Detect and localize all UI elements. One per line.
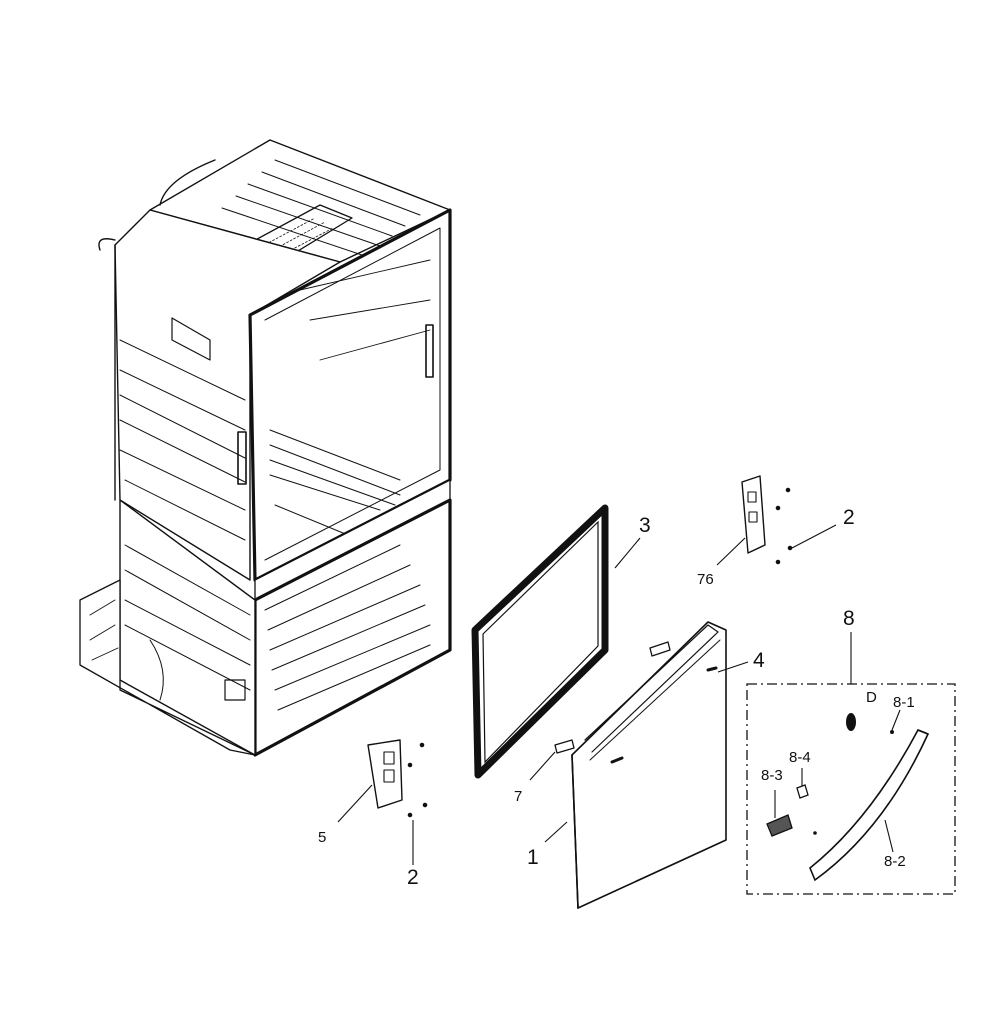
callout-8-2: 8-2 [884,853,906,870]
callout-leader-lines [337,524,901,865]
refrigerator-cabinet [79,139,452,757]
callout-3: 3 [639,514,651,537]
callout-7: 7 [514,788,522,805]
callout-2-upper: 2 [843,506,855,529]
upper-hinge-bracket [741,475,793,565]
handle-kit-box [746,683,956,895]
door-clip [649,641,671,657]
door-gasket [471,504,609,779]
callout-1: 1 [527,846,539,869]
callout-4: 4 [753,649,765,672]
callout-8-3: 8-3 [761,767,783,784]
callout-labels: 1 2 2 3 4 5 7 76 8 8-1 8-2 8-3 8-4 D [318,506,915,889]
lower-hinge-bracket [367,739,428,818]
callout-76: 76 [697,571,714,588]
callout-d: D [866,689,877,706]
callout-5: 5 [318,829,326,846]
callout-8-4: 8-4 [789,749,811,766]
callout-8-1: 8-1 [893,694,915,711]
callout-2-lower: 2 [407,866,419,889]
drawer-clip [554,739,575,754]
freezer-drawer-door [571,621,727,909]
callout-8: 8 [843,607,855,630]
